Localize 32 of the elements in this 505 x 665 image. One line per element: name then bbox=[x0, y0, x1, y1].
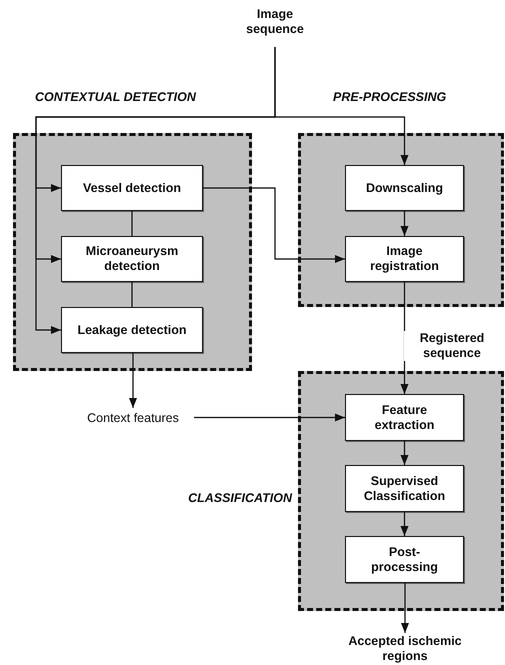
box-label: Post-processing bbox=[370, 544, 439, 574]
process-box bbox=[345, 536, 464, 583]
arrow bbox=[401, 583, 409, 633]
group-heading: CLASSIFICATION bbox=[188, 490, 292, 507]
connector-line bbox=[131, 282, 133, 307]
arrow bbox=[400, 441, 408, 465]
process-box bbox=[61, 307, 203, 353]
process-box bbox=[61, 236, 203, 282]
arrow bbox=[129, 353, 137, 408]
arrow bbox=[400, 211, 408, 236]
arrow bbox=[203, 187, 345, 263]
arrow bbox=[194, 414, 345, 422]
box-label: Microaneurysm detection bbox=[84, 244, 180, 274]
box-label: Leakage detection bbox=[77, 322, 187, 338]
box-label: Downscaling bbox=[366, 180, 444, 196]
box-label: Feature extraction bbox=[374, 402, 436, 432]
arrow bbox=[400, 512, 408, 536]
group-heading: CONTEXTUAL DETECTION bbox=[35, 89, 196, 106]
output-label: Accepted ischemic regions bbox=[335, 633, 475, 665]
box-label: Vessel detection bbox=[83, 180, 181, 196]
box-label: Image registration bbox=[369, 244, 440, 274]
input-label: Image sequence bbox=[235, 4, 315, 40]
process-box bbox=[345, 394, 464, 441]
process-box bbox=[345, 465, 464, 512]
group-heading: PRE-PROCESSING bbox=[333, 89, 446, 106]
process-box bbox=[345, 165, 464, 211]
input-label: Context features bbox=[72, 408, 194, 428]
box-label: Supervised Classification bbox=[362, 474, 446, 504]
arrow bbox=[274, 47, 408, 165]
process-box bbox=[61, 165, 203, 211]
connector-line bbox=[131, 211, 133, 236]
process-box bbox=[345, 236, 464, 282]
